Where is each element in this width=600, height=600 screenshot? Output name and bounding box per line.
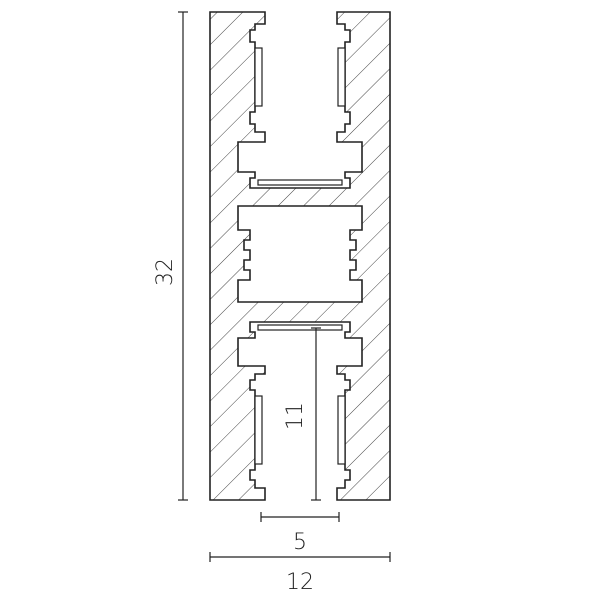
dimension-slot-depth [311, 327, 321, 501]
groove-inserts [254, 47, 346, 465]
insert-bottom-right [337, 395, 346, 465]
dimension-slot-width-label: 5 [293, 530, 307, 555]
dimension-height [178, 11, 188, 501]
insert-top-left [254, 47, 263, 107]
insert-mid-top [257, 179, 343, 186]
insert-top-right [337, 47, 346, 107]
dimension-slot-width [260, 512, 340, 522]
dimension-slot-depth-label: 11 [283, 402, 308, 430]
dimension-width [209, 552, 391, 562]
dimension-width-label: 12 [286, 570, 314, 595]
dimension-height-label: 32 [153, 258, 178, 286]
profile-section [209, 11, 391, 501]
insert-bottom-left [254, 395, 263, 465]
insert-mid-bottom [257, 324, 343, 331]
